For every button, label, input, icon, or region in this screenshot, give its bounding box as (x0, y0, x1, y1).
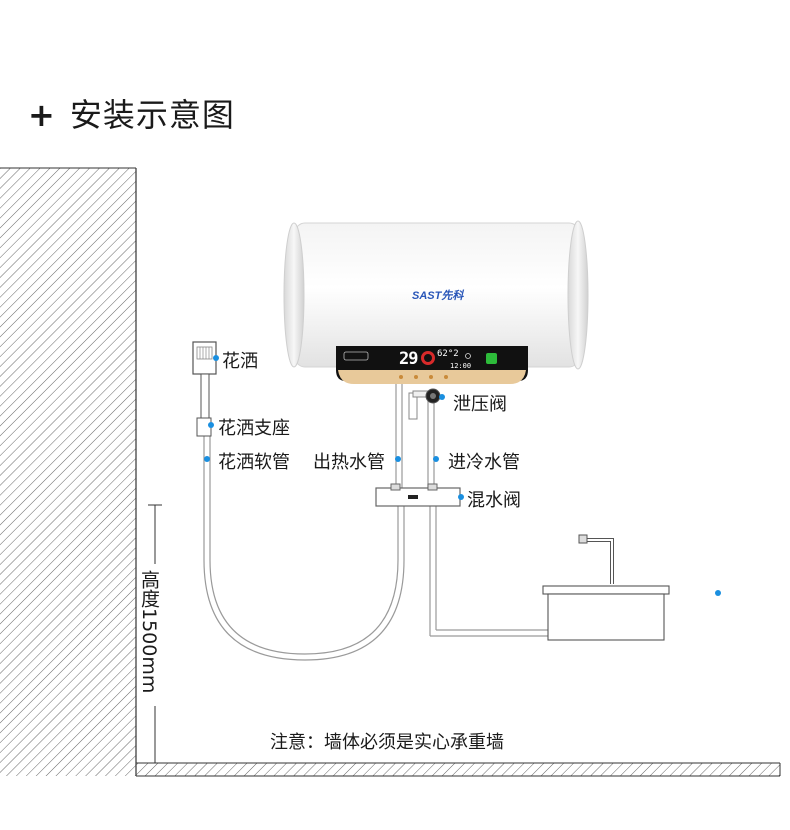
panel-button (444, 375, 448, 379)
height-label: 高度1500mm (138, 570, 160, 694)
label-dots (204, 355, 721, 596)
wifi-icon (486, 353, 497, 364)
dot-shower-holder (208, 422, 214, 428)
wall-note: 注意：墙体必须是实心承重墙 (270, 732, 504, 753)
dot-shower-hose (204, 456, 210, 462)
dot-hot-pipe (395, 456, 401, 462)
display-temperature-small: 62°2 (437, 349, 459, 359)
relief-valve (408, 388, 441, 420)
dot-mixing-valve (458, 494, 464, 500)
brand-logo: SAST先科 (412, 290, 464, 302)
label-shower-holder: 花洒支座 (218, 418, 290, 439)
label-shower-head: 花洒 (222, 351, 258, 372)
dot-sink (715, 590, 721, 596)
label-relief-valve: 泄压阀 (453, 394, 507, 415)
shower-head (192, 341, 217, 419)
plus-icon: + (28, 96, 56, 134)
display-time: 12:00 (450, 362, 472, 370)
display-temperature: 29 (399, 349, 419, 369)
dot-relief-valve (439, 394, 445, 400)
label-mixing-valve: 混水阀 (467, 490, 521, 511)
label-shower-hose: 花洒软管 (218, 452, 290, 473)
water-heater (283, 220, 589, 384)
height-dimension (148, 504, 162, 763)
mixing-valve (375, 483, 461, 507)
sun-icon (465, 353, 471, 359)
panel-button (399, 375, 403, 379)
dot-shower-head (213, 355, 219, 361)
dot-cold-pipe (433, 456, 439, 462)
panel-button (414, 375, 418, 379)
page-title: + 安装示意图 (28, 90, 235, 136)
label-hot-water-pipe: 出热水管 (313, 452, 385, 473)
wall (0, 167, 137, 776)
panel-button (429, 375, 433, 379)
pipes (203, 384, 548, 661)
label-cold-water-pipe: 进冷水管 (448, 452, 520, 473)
title-text: 安装示意图 (69, 96, 235, 134)
sink (542, 534, 670, 641)
floor (136, 762, 781, 777)
